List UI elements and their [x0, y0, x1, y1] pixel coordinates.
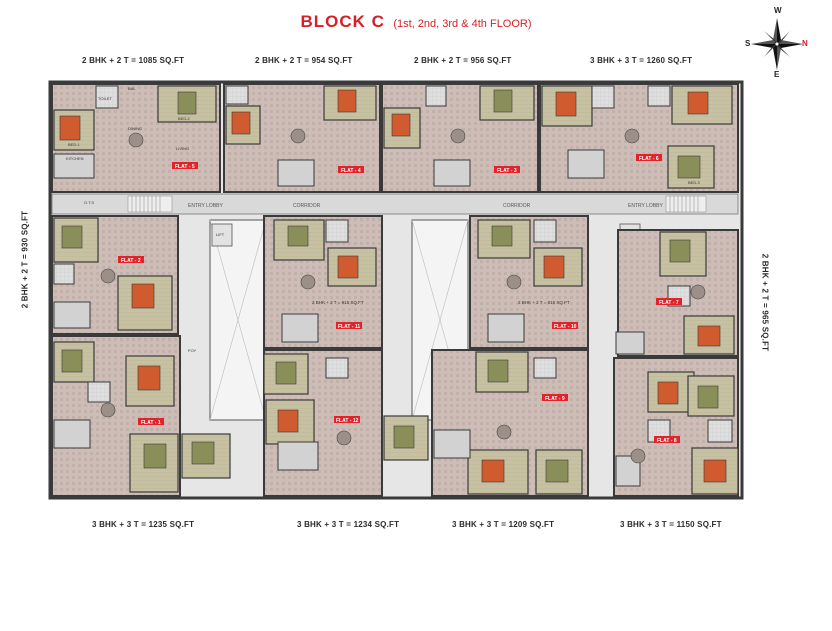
flat-tag-10 [552, 322, 578, 329]
flat-tag-6 [636, 154, 662, 161]
unit-size-bottom-4: 3 BHK + 3 T = 1150 SQ.FT [620, 520, 722, 529]
unit-size-top-2: 2 BHK + 2 T = 954 SQ.FT [255, 56, 353, 65]
flat-tag-3 [494, 166, 520, 173]
unit-size-top-1: 2 BHK + 2 T = 1085 SQ.FT [82, 56, 185, 65]
flat-tag-4 [338, 166, 364, 173]
wet-areas [53, 85, 733, 443]
unit-size-top-4: 3 BHK + 3 T = 1260 SQ.FT [590, 56, 693, 65]
flat-tags [118, 154, 682, 443]
compass-west-label: W [774, 6, 782, 15]
room-label-foy: FOY [188, 348, 197, 353]
room-label-toilet: TOILET [98, 96, 112, 101]
unit-size-bottom-1: 3 BHK + 3 T = 1235 SQ.FT [92, 520, 195, 529]
bedrooms [53, 85, 739, 495]
compass-star-icon [751, 18, 803, 70]
room-label-living: LIVING [176, 146, 189, 151]
floor-plan: CORRIDOR CORRIDOR ENTRY LOBBY ENTRY LOBB… [48, 80, 744, 500]
flat-tag-5 [172, 162, 198, 169]
compass-east-label: E [774, 70, 780, 79]
block-title: BLOCK C [300, 12, 385, 31]
flat-tag-9 [542, 394, 568, 401]
beds [59, 89, 727, 483]
unit-size-right: 2 BHK + 2 T = 965 SQ.FT [760, 253, 770, 352]
flat-label-1: FLAT - 1 [141, 420, 161, 426]
flat-tag-12 [334, 416, 360, 423]
flat-label-5: FLAT - 5 [175, 164, 195, 170]
inner-unit-note-left: 2 BHK + 2 T = 915 SQ.FT [312, 300, 364, 305]
room-label-bed3: BED-3 [688, 180, 701, 185]
flat-label-7: FLAT - 7 [659, 300, 679, 306]
lift-label: LIFT [216, 232, 225, 237]
room-label-bal: BAL [128, 86, 136, 91]
flat-label-10: FLAT - 10 [554, 324, 577, 330]
flat-label-2: FLAT - 2 [121, 258, 141, 264]
plan-title: BLOCK C (1st, 2nd, 3rd & 4th FLOOR) [0, 12, 832, 32]
flat-label-6: FLAT - 6 [639, 156, 659, 162]
flat-tag-2 [118, 256, 144, 263]
lift-left [211, 223, 233, 247]
entry-lobby-label-2: ENTRY LOBBY [628, 203, 663, 209]
corridor-label-2: CORRIDOR [503, 203, 531, 209]
flat-tag-11 [336, 322, 362, 329]
entry-lobby-label-1: ENTRY LOBBY [188, 203, 223, 209]
unit-size-bottom-2: 3 BHK + 3 T = 1234 SQ.FT [297, 520, 400, 529]
ots-label: O.T.S [84, 200, 94, 205]
flat-label-9: FLAT - 9 [545, 396, 565, 402]
flat-label-3: FLAT - 3 [497, 168, 517, 174]
flat-label-12: FLAT - 12 [336, 418, 359, 424]
room-label-bed2: BED-2 [178, 116, 191, 121]
flat-label-8: FLAT - 8 [657, 438, 677, 444]
staircase-right [665, 195, 707, 213]
unit-size-top-3: 2 BHK + 2 T = 956 SQ.FT [414, 56, 512, 65]
room-label-bed1: BED-1 [68, 142, 81, 147]
unit-size-left: 2 BHK + 2 T = 930 SQ.FT [20, 210, 30, 309]
compass-north-label: N [802, 39, 808, 48]
kitchens [53, 149, 645, 487]
flat-label-4: FLAT - 4 [341, 168, 361, 174]
room-label-dining: DINING [128, 126, 142, 131]
corridor-label-1: CORRIDOR [293, 203, 321, 209]
flat-label-11: FLAT - 11 [338, 324, 360, 330]
dining-tables [100, 128, 706, 464]
flat-tag-1 [138, 418, 164, 425]
room-label-kitchen: KITCHEN [66, 156, 84, 161]
compass-south-label: S [745, 39, 751, 48]
floor-subtitle: (1st, 2nd, 3rd & 4th FLOOR) [393, 18, 532, 30]
compass-rose: W S N E [744, 6, 824, 82]
corridor [51, 193, 739, 215]
flat-tag-7 [656, 298, 682, 305]
inner-unit-note-right: 2 BHK + 2 T = 915 SQ.FT [518, 300, 570, 305]
flat-tag-8 [654, 436, 680, 443]
staircase-left [127, 195, 173, 213]
unit-size-bottom-3: 3 BHK + 3 T = 1209 SQ.FT [452, 520, 555, 529]
